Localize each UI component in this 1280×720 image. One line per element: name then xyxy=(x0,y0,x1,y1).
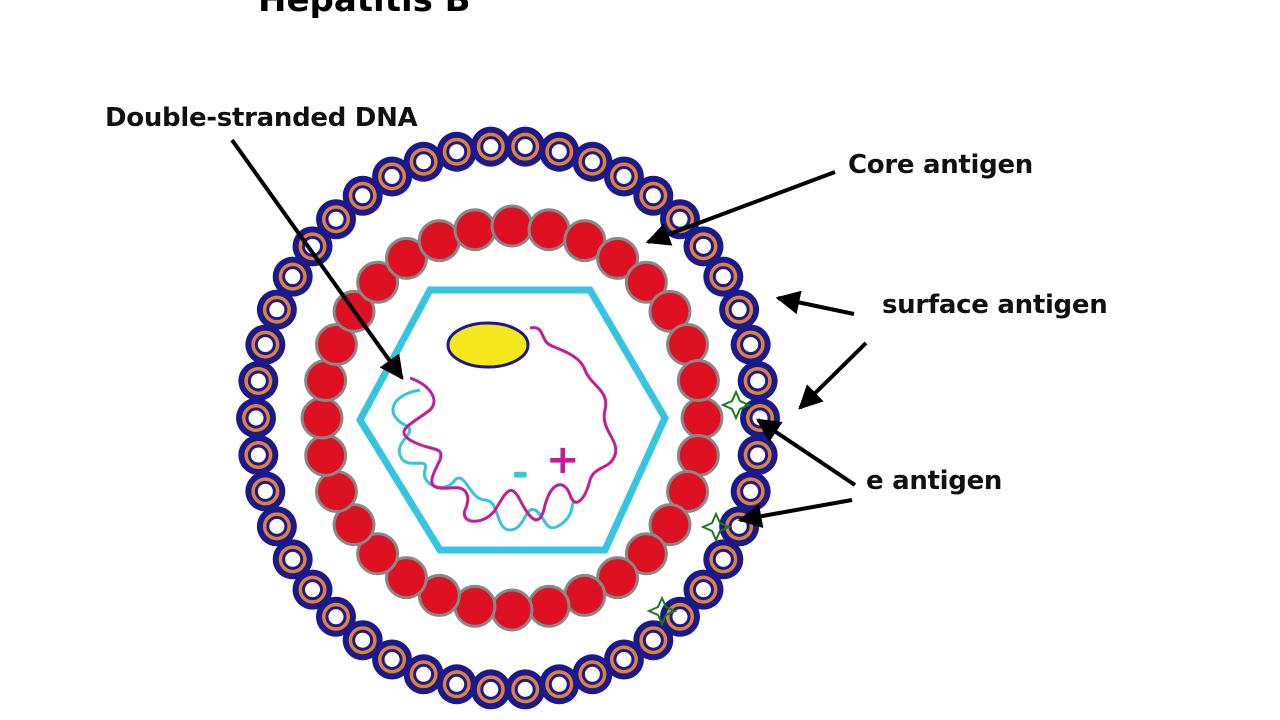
core-antigen-particle xyxy=(490,204,534,248)
surface-antigen-particle xyxy=(683,226,724,267)
core-antigen-particle xyxy=(527,584,571,628)
surface-antigen-particle xyxy=(238,435,279,476)
surface-antigen-particle xyxy=(236,398,276,438)
dna-plus-strand xyxy=(402,326,618,523)
core-antigen-particle xyxy=(304,433,348,477)
surface-antigen-particle xyxy=(372,639,413,680)
page-title: Hepatitis B xyxy=(258,0,471,20)
core-antigen-particle xyxy=(648,289,692,333)
core-antigen-particle xyxy=(490,588,534,632)
surface-antigen-particle xyxy=(633,175,674,216)
core-antigen-particle xyxy=(453,584,497,628)
surface-antigen-particle xyxy=(315,596,356,637)
surface-antigen-particle xyxy=(272,539,313,580)
core-antigen-particle xyxy=(453,208,497,252)
core-antigen-particle xyxy=(666,469,710,513)
surface-envelope xyxy=(236,126,780,710)
core-antigen-particle xyxy=(680,396,724,440)
surface-antigen-particle xyxy=(660,596,701,637)
surface-antigen-particle xyxy=(292,569,333,610)
core-antigen-particle xyxy=(384,556,428,600)
surface-antigen-particle xyxy=(719,289,760,330)
surface-pointer-arrow-2 xyxy=(798,341,868,410)
surface-antigen-particle xyxy=(730,471,771,512)
core-antigen-particle xyxy=(356,532,400,576)
surface-antigen-particle xyxy=(315,199,356,240)
surface-antigen-particle xyxy=(572,141,613,182)
surface-antigen-particle xyxy=(505,126,546,167)
e-antigen-pointer-arrow-2 xyxy=(737,498,853,529)
plus-sign: + xyxy=(546,437,580,483)
surface-antigen-particle xyxy=(372,156,413,197)
core-antigen-particle xyxy=(666,323,710,367)
surface-antigen-particle xyxy=(272,256,313,297)
surface-antigen-particle xyxy=(737,360,778,401)
surface-antigen-particle xyxy=(403,654,444,695)
e-antigen-label: e antigen xyxy=(866,466,1003,496)
core-antigen-particle xyxy=(676,433,720,477)
core-antigen-label: Core antigen xyxy=(848,150,1034,180)
core-antigen-particle xyxy=(314,469,358,513)
core-antigen-particle xyxy=(304,359,348,403)
core-antigen-particle xyxy=(648,503,692,547)
surface-antigen-particle xyxy=(403,141,444,182)
surface-antigen-particle xyxy=(245,324,286,365)
surface-antigen-particle xyxy=(342,175,383,216)
surface-antigen-particle xyxy=(572,654,613,695)
core-antigen-particle xyxy=(676,359,720,403)
core-antigen-particle xyxy=(596,236,640,280)
surface-antigen-particle xyxy=(436,131,477,172)
core-antigen-ring xyxy=(300,204,724,632)
surface-antigen-particle xyxy=(703,539,744,580)
surface-antigen-particle xyxy=(505,669,546,710)
surface-antigen-label: surface antigen xyxy=(882,290,1108,320)
surface-antigen-particle xyxy=(633,620,674,661)
polymerase-ellipse xyxy=(446,321,530,369)
e-antigen-marks xyxy=(646,389,752,627)
surface-antigen-particle xyxy=(256,506,297,547)
dna-pointer-arrow xyxy=(230,138,404,380)
core-antigen-particle xyxy=(314,323,358,367)
core-antigen-particle xyxy=(596,556,640,600)
surface-antigen-particle xyxy=(256,289,297,330)
surface-antigen-particle xyxy=(470,126,511,167)
capsid-hexagon xyxy=(355,286,669,554)
core-antigen-particle xyxy=(384,236,428,280)
core-antigen-particle xyxy=(624,532,668,576)
core-antigen-particle xyxy=(300,396,344,440)
minus-sign: - xyxy=(512,450,529,496)
core-antigen-particle xyxy=(332,503,376,547)
core-antigen-particle xyxy=(527,208,571,252)
core-pointer-arrow xyxy=(645,170,836,246)
surface-antigen-particle xyxy=(245,471,286,512)
dna-minus-strand xyxy=(391,388,577,532)
dna-label: Double-stranded DNA xyxy=(105,103,418,133)
surface-antigen-particle xyxy=(730,324,771,365)
surface-antigen-particle xyxy=(470,669,511,710)
surface-antigen-particle xyxy=(342,620,383,661)
surface-antigen-particle xyxy=(737,435,778,476)
surface-antigen-particle xyxy=(703,256,744,297)
core-antigen-particle xyxy=(417,219,461,263)
surface-antigen-particle xyxy=(683,569,724,610)
surface-antigen-particle xyxy=(539,664,580,705)
surface-antigen-particle xyxy=(436,664,477,705)
core-antigen-particle xyxy=(563,219,607,263)
surface-antigen-particle xyxy=(603,156,644,197)
surface-antigen-particle xyxy=(603,639,644,680)
surface-antigen-particle xyxy=(238,360,279,401)
surface-pointer-arrow-1 xyxy=(775,290,855,316)
e-antigen-pointer-arrow-1 xyxy=(756,418,857,487)
core-antigen-particle xyxy=(563,573,607,617)
core-antigen-particle xyxy=(624,260,668,304)
core-antigen-particle xyxy=(417,573,461,617)
core-antigen-particle xyxy=(356,260,400,304)
surface-antigen-particle xyxy=(539,131,580,172)
